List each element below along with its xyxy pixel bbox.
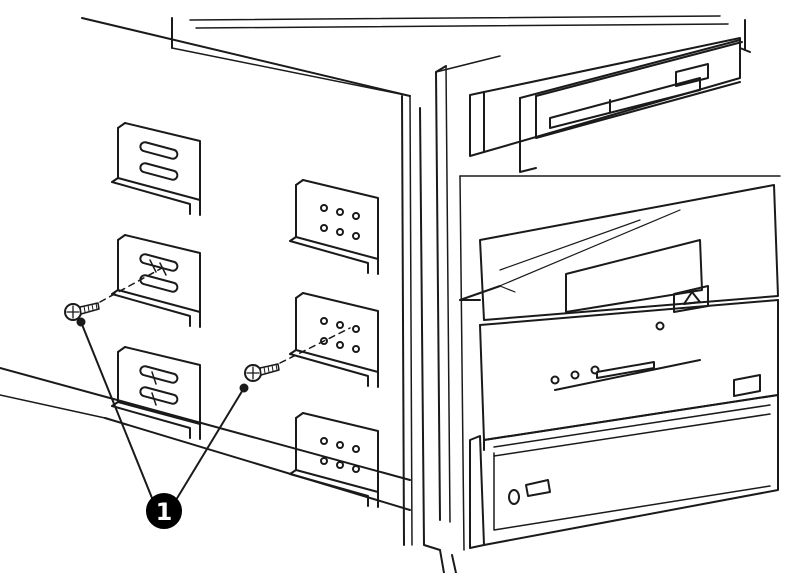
- floppy-drive: [469, 37, 743, 173]
- screw-icon: [244, 363, 280, 382]
- drive-cage-frame: [189, 15, 781, 574]
- insertion-guides: [99, 267, 351, 364]
- right-bracket-middle: [289, 292, 379, 388]
- right-bracket-top: [289, 179, 379, 275]
- eject-icon: [683, 291, 701, 305]
- callout-marker: 1: [146, 493, 182, 529]
- callout-number: 1: [156, 498, 173, 526]
- chassis-side-panel: [0, 17, 413, 546]
- screw-icon: [64, 302, 100, 321]
- optical-drive: [469, 374, 779, 549]
- tape-drive: [459, 184, 779, 451]
- callout-leaders: [76, 317, 249, 501]
- left-bracket-middle: [111, 234, 201, 328]
- left-bracket-top: [111, 122, 201, 216]
- right-bracket-bottom: [289, 412, 379, 508]
- left-bracket-bottom: [111, 346, 201, 440]
